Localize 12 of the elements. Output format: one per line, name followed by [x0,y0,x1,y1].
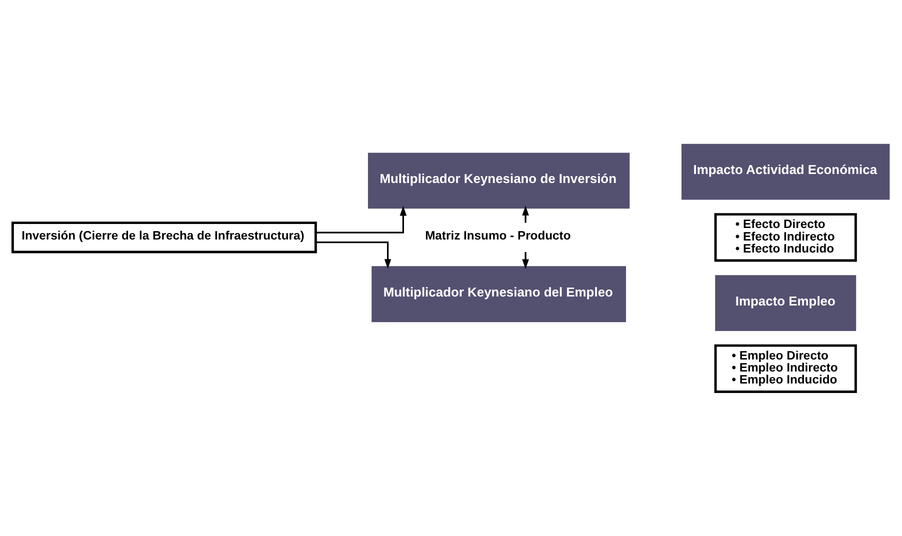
node-box: Multiplicador Keynesiano de Inversión [368,152,630,209]
node-box: Impacto Empleo [715,275,856,331]
node-box: Multiplicador Keynesiano del Empleo [372,266,626,322]
node-box: Inversión (Cierre de la Brecha de Infraestructura) [11,222,317,254]
node-box: • Efecto Directo • Efecto Indirecto • Efecto Inducido [714,213,857,262]
arrow [316,206,407,234]
node-box: • Empleo Directo • Empleo Indirecto • Empleo Inducido [714,344,857,393]
node-box: Impacto Actividad Económica [682,144,890,200]
arrow [522,252,529,270]
arrow [316,241,392,269]
arrow [522,206,529,223]
node-text: Matriz Insumo - Producto [425,228,571,242]
